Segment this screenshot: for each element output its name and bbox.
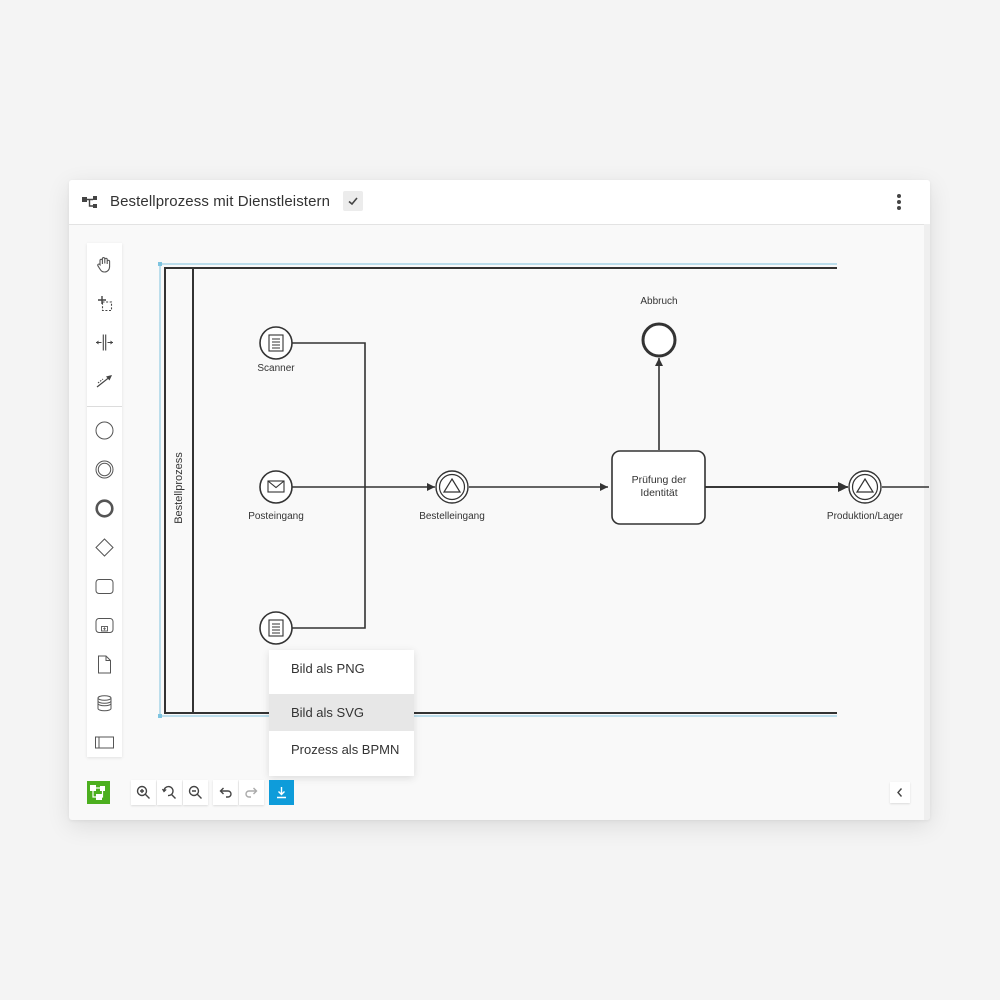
create-pool[interactable] — [87, 725, 122, 759]
intermediate-event-produktion[interactable] — [848, 470, 882, 504]
signal-icon — [442, 477, 462, 493]
gateway-icon — [95, 538, 114, 557]
create-start-event[interactable] — [87, 413, 122, 447]
flow-scanner-join[interactable] — [292, 342, 366, 486]
global-connect-tool[interactable] — [87, 364, 122, 398]
collapse-panel-button[interactable] — [890, 782, 910, 803]
signal-icon — [855, 477, 875, 493]
palette-divider — [87, 406, 122, 407]
process-title: Bestellprozess mit Dienstleistern — [110, 193, 331, 210]
process-flow-icon — [81, 194, 99, 210]
pool-label: Bestellprozess — [173, 452, 185, 524]
data-store-icon — [97, 695, 112, 712]
resize-handle-top-left[interactable] — [158, 262, 162, 266]
start-event-icon — [95, 421, 114, 440]
task-pruefung[interactable] — [611, 450, 706, 525]
create-subprocess[interactable] — [87, 608, 122, 642]
intermediate-event-bestelleingang[interactable] — [435, 470, 469, 504]
label-posteingang: Posteingang — [248, 511, 304, 522]
start-event-posteingang[interactable] — [259, 470, 293, 504]
create-data-store[interactable] — [87, 686, 122, 720]
hand-tool-icon — [97, 257, 111, 273]
label-scanner: Scanner — [257, 363, 295, 374]
label-produktion: Produktion/Lager — [826, 511, 904, 522]
global-connect-icon — [96, 375, 112, 388]
sequence-flows — [292, 342, 847, 629]
confirm-title-button[interactable] — [343, 191, 363, 211]
create-end-event[interactable] — [87, 491, 122, 525]
intermediate-event-icon — [95, 460, 114, 479]
export-png-item[interactable]: Bild als PNG — [291, 661, 365, 676]
start-event-conditional[interactable] — [259, 611, 293, 645]
undo-icon — [219, 787, 232, 798]
zoom-reset-button[interactable] — [157, 780, 182, 805]
zoom-reset-icon — [162, 785, 176, 799]
redo-button[interactable] — [239, 780, 264, 805]
create-data-object[interactable] — [87, 647, 122, 681]
flow-doc-join[interactable] — [292, 486, 366, 629]
more-options-button[interactable] — [888, 192, 910, 212]
create-task[interactable] — [87, 569, 122, 603]
conditional-icon — [268, 619, 284, 637]
bottom-toolbar — [69, 776, 930, 808]
check-icon — [348, 197, 358, 206]
pool-icon — [95, 736, 114, 749]
end-event-icon — [95, 499, 114, 518]
end-event-abbruch[interactable] — [641, 322, 677, 358]
modeler-window: Bestellprozess mit Dienstleistern — [69, 180, 930, 820]
zoom-in-button[interactable] — [131, 780, 156, 805]
label-bestelleingang: Bestelleingang — [419, 511, 485, 522]
create-gateway[interactable] — [87, 530, 122, 564]
chevron-left-icon — [897, 788, 903, 797]
conditional-icon — [268, 334, 284, 352]
download-button[interactable] — [269, 780, 294, 805]
space-tool-icon — [96, 334, 113, 351]
export-menu: Bild als PNG Bild als SVG Prozess als BP… — [269, 650, 414, 776]
zoom-out-icon — [188, 785, 202, 799]
start-event-scanner[interactable] — [259, 326, 293, 360]
app-logo-icon — [87, 781, 110, 804]
undo-button[interactable] — [213, 780, 238, 805]
canvas-scrollbar[interactable] — [924, 224, 930, 820]
selection-outline — [158, 262, 837, 718]
lasso-tool[interactable] — [87, 286, 122, 320]
task-icon — [95, 579, 114, 594]
download-icon — [277, 787, 286, 799]
lasso-tool-icon — [98, 296, 113, 312]
hand-tool[interactable] — [87, 247, 122, 281]
label-pruefung: Prüfung der Identität — [631, 474, 687, 499]
subprocess-icon — [95, 618, 114, 633]
export-bpmn-item[interactable]: Prozess als BPMN — [291, 742, 400, 757]
pool[interactable] — [164, 267, 837, 714]
export-svg-item[interactable]: Bild als SVG — [269, 694, 414, 731]
tool-palette — [87, 243, 122, 757]
resize-handle-bottom-left[interactable] — [158, 714, 162, 718]
space-tool[interactable] — [87, 325, 122, 359]
message-icon — [267, 480, 285, 493]
zoom-in-icon — [136, 785, 150, 799]
redo-icon — [245, 787, 258, 798]
zoom-out-button[interactable] — [183, 780, 208, 805]
data-object-icon — [98, 655, 111, 674]
create-intermediate-event[interactable] — [87, 452, 122, 486]
header-bar: Bestellprozess mit Dienstleistern — [69, 180, 930, 225]
label-abbruch: Abbruch — [640, 296, 678, 307]
